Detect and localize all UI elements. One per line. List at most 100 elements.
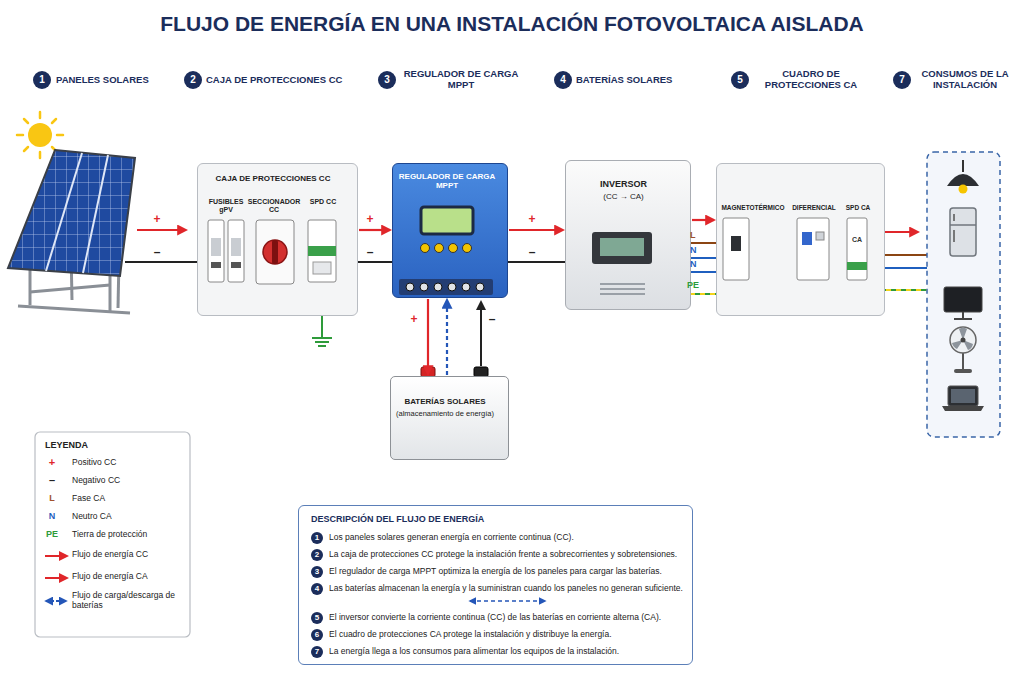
legend-symbol: – xyxy=(44,474,60,487)
ac-surge-protector xyxy=(847,218,867,280)
polarity-sign: – xyxy=(486,313,498,327)
energy-flow-arrow xyxy=(427,299,429,374)
ground-symbol xyxy=(312,316,332,346)
part-name: MAGNETOTÉRMICO xyxy=(719,204,787,211)
legend-heading: LEYENDA xyxy=(45,440,165,450)
step-text: El regulador de carga MPPT optimiza la e… xyxy=(329,567,662,577)
callout-number: 1 xyxy=(33,71,51,89)
part-name: SPD CC xyxy=(302,198,344,206)
step-text: La energía llega a los consumos para ali… xyxy=(329,647,619,657)
legend-label: Flujo de energía CA xyxy=(72,572,184,582)
step-text: Los paneles solares generan energía en c… xyxy=(329,533,574,543)
legend-arrow xyxy=(45,556,67,601)
step-text: El inversor convierte la corriente conti… xyxy=(329,613,661,623)
box-heading: CAJA DE PROTECCIONES CC xyxy=(198,174,348,183)
fuse-holder xyxy=(208,220,244,282)
fridge-icon xyxy=(950,208,976,256)
column-heading: CONSUMOS DE LA INSTALACIÓN xyxy=(913,69,1017,91)
step-text: La caja de protecciones CC protege la in… xyxy=(329,550,677,560)
dc-disconnector xyxy=(256,220,294,284)
part-name: DIFERENCIAL xyxy=(789,204,839,211)
legend-label: Flujo de carga/descarga de baterías xyxy=(72,591,184,611)
box-heading: REGULADOR DE CARGA MPPT xyxy=(396,172,498,190)
charge-discharge-arrow xyxy=(470,600,545,602)
energy-flow-arrow xyxy=(692,219,714,221)
legend-label: Fase CA xyxy=(72,494,184,504)
conductor-name: L xyxy=(690,230,706,240)
tv-icon xyxy=(944,287,982,319)
step-number: 3 xyxy=(311,566,323,578)
legend-symbol: PE xyxy=(41,529,63,539)
panel-heading: DESCRIPCIÓN DEL FLUJO DE ENERGÍA xyxy=(311,514,484,524)
circuit-breaker xyxy=(723,218,749,280)
part-name: FUSIBLES gPV xyxy=(202,198,250,214)
loads-box xyxy=(927,152,1000,437)
column-heading: BATERÍAS SOLARES xyxy=(576,75,701,86)
step-number: 2 xyxy=(311,549,323,561)
legend-symbol: L xyxy=(44,493,60,503)
energy-flow-arrow xyxy=(509,229,563,231)
column-heading: CUADRO DE PROTECCIONES CA xyxy=(752,69,870,91)
part-name: SPD CA xyxy=(841,204,875,211)
laptop-icon xyxy=(942,386,984,411)
polarity-sign: – xyxy=(363,246,377,260)
legend-label: Flujo de energía CC xyxy=(72,550,184,560)
legend-label: Negativo CC xyxy=(72,476,184,486)
step-number: 1 xyxy=(311,532,323,544)
polarity-sign: + xyxy=(363,213,377,227)
legend-symbol: + xyxy=(44,456,60,469)
rcd-device xyxy=(797,218,829,280)
callout-number: 3 xyxy=(378,71,396,89)
energy-flow-arrow xyxy=(359,229,390,231)
step-number: 7 xyxy=(311,646,323,658)
conductor-name: PE xyxy=(687,280,709,290)
device-marking: CA xyxy=(847,236,867,244)
part-name: SECCIONADOR CC xyxy=(244,198,304,214)
legend-box xyxy=(35,432,190,637)
legend-symbol: N xyxy=(44,511,60,521)
box-heading: BATERÍAS SOLARES xyxy=(391,397,499,406)
charge-controller: REGULADOR DE CARGA MPPT xyxy=(392,163,508,298)
battery-box: BATERÍAS SOLARES (almacenamiento de energ… xyxy=(390,376,509,460)
polarity-sign: + xyxy=(408,313,420,327)
sun-icon xyxy=(17,112,63,158)
description-panel: DESCRIPCIÓN DEL FLUJO DE ENERGÍA 1 Los pan… xyxy=(298,505,693,665)
box-subheading: (almacenamiento de energía) xyxy=(395,410,495,419)
lamp-icon xyxy=(947,160,979,194)
column-heading: CAJA DE PROTECCIONES CC xyxy=(206,75,371,86)
legend-label: Neutro CA xyxy=(72,512,184,522)
inverter-display xyxy=(592,232,652,294)
column-heading: PANELES SOLARES xyxy=(56,75,176,86)
controller-display xyxy=(421,207,474,253)
step-number: 6 xyxy=(311,629,323,641)
conductor-name: N xyxy=(690,259,706,269)
step-text: Las baterías almacenan la energía y la s… xyxy=(329,584,683,594)
terminal-strip xyxy=(399,279,493,295)
step-number: 4 xyxy=(311,583,323,595)
fan-icon xyxy=(950,327,976,373)
solar-panel xyxy=(8,150,135,313)
polarity-sign: – xyxy=(150,246,164,260)
dc-protection-box: CAJA DE PROTECCIONES CC FUSIBLES gPVSECCI… xyxy=(197,163,358,316)
callout-number: 2 xyxy=(184,71,202,89)
callout-number: 4 xyxy=(554,71,572,89)
box-subheading: (CC → CA) xyxy=(566,192,681,201)
step-number: 5 xyxy=(311,612,323,624)
step-text: El cuadro de protecciones CA protege la … xyxy=(329,630,612,640)
inverter-box: INVERSOR (CC → CA) xyxy=(565,160,691,310)
column-heading: REGULADOR DE CARGA MPPT xyxy=(397,69,525,91)
legend-label: Positivo CC xyxy=(72,458,184,468)
polarity-sign: + xyxy=(525,213,539,227)
callout-number: 5 xyxy=(731,71,749,89)
polarity-sign: + xyxy=(150,213,164,227)
polarity-sign: – xyxy=(525,246,539,260)
dc-surge-protector xyxy=(308,220,336,282)
callout-number: 7 xyxy=(893,71,911,89)
conductor-name: N xyxy=(690,245,706,255)
energy-flow-arrow xyxy=(446,300,448,375)
legend-label: Tierra de protección xyxy=(72,530,184,540)
diagram-title: FLUJO DE ENERGÍA EN UNA INSTALACIÓN FOTO… xyxy=(0,12,1024,36)
box-heading: INVERSOR xyxy=(566,179,681,189)
